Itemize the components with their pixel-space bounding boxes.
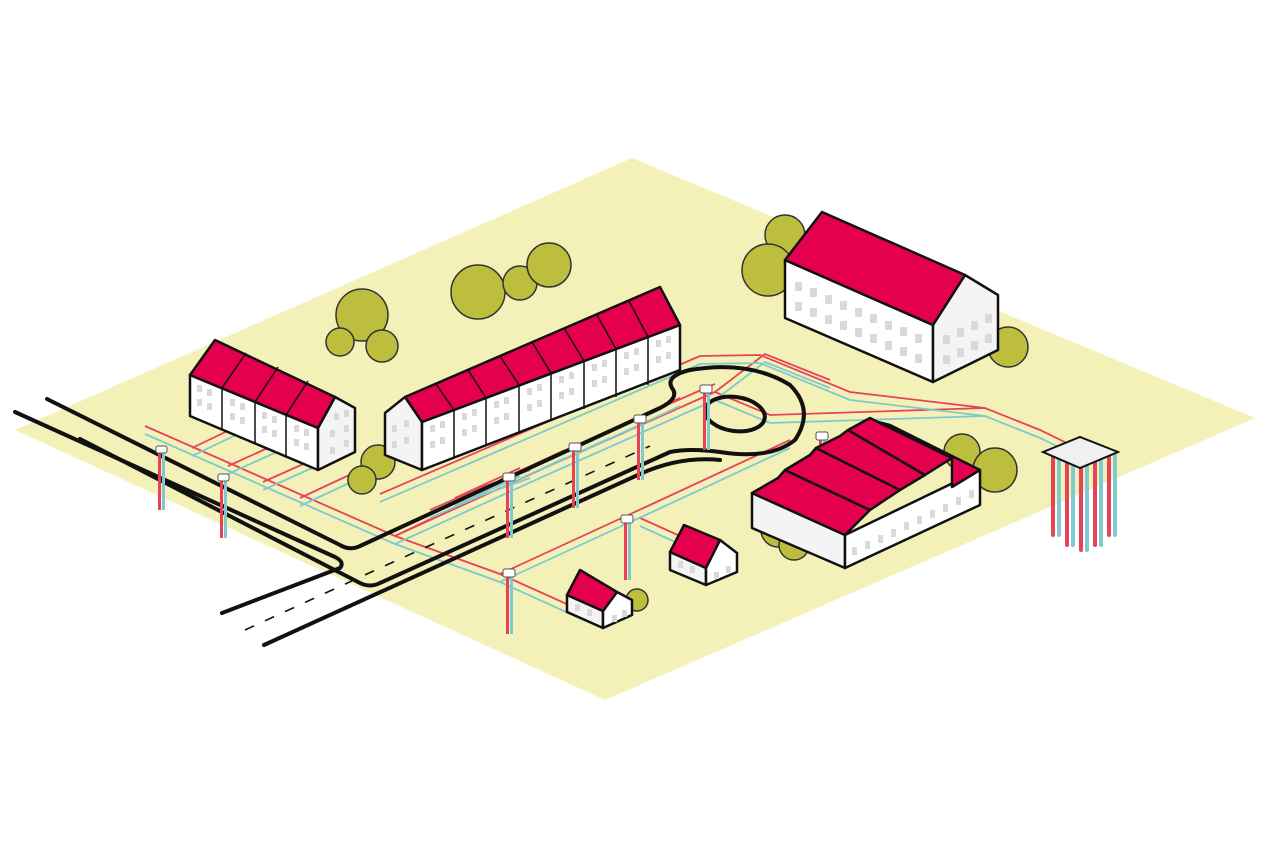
apartment-block <box>783 210 1000 384</box>
terrace-long <box>383 285 682 472</box>
ground-plane <box>15 158 1255 700</box>
borehole <box>155 445 168 510</box>
house-small-1 <box>565 568 634 630</box>
house-small-2 <box>668 523 739 587</box>
borehole <box>633 414 647 480</box>
borefield-manifold-platform <box>1040 435 1121 470</box>
borehole <box>217 473 230 538</box>
tree-cluster <box>325 288 399 363</box>
borehole <box>502 568 516 634</box>
factory <box>750 416 982 570</box>
borehole <box>568 442 582 508</box>
borehole <box>502 472 516 538</box>
borehole <box>699 384 713 450</box>
borehole <box>620 514 634 580</box>
trees <box>325 214 1029 612</box>
tree-cluster <box>450 242 572 320</box>
borefield <box>1040 435 1121 552</box>
terrace-short <box>188 338 357 472</box>
